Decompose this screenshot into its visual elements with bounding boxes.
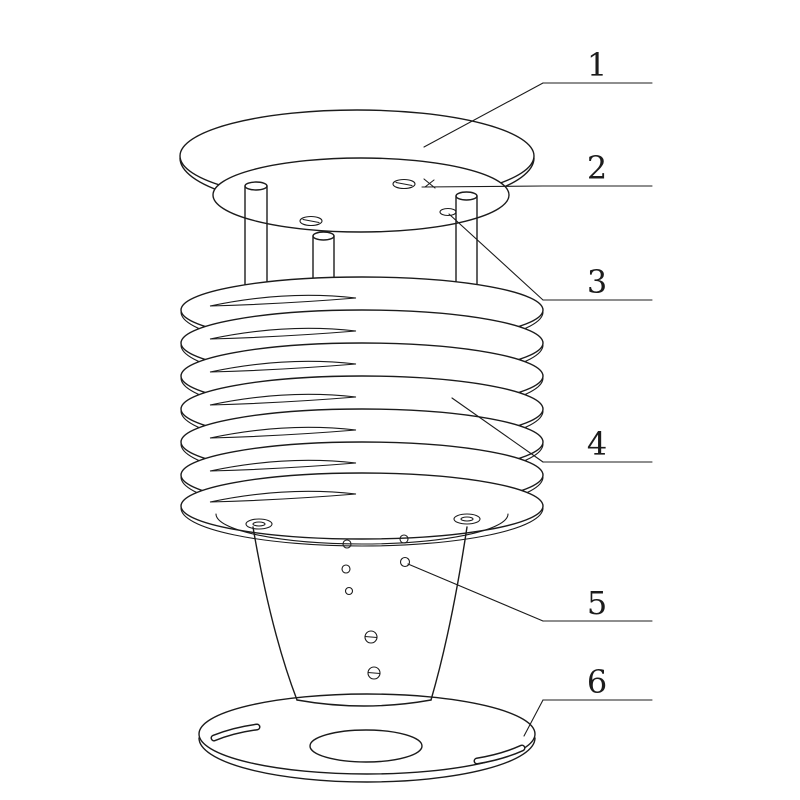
stack-flange (215, 513, 509, 545)
louver-opening (209, 490, 357, 503)
flange-slot-inner (460, 516, 474, 522)
callout-1: 1 (423, 46, 653, 148)
callout-1-leader (423, 82, 544, 148)
callout-4: 4 (451, 397, 653, 463)
top-cover (179, 109, 535, 233)
louver-rim (180, 507, 544, 547)
base-slot-inner (475, 746, 524, 763)
louver-opening (209, 393, 357, 406)
screw-slot (395, 181, 413, 187)
callout-5-label: 5 (587, 584, 607, 622)
callout-5: 5 (407, 563, 653, 622)
vent-hole (399, 534, 409, 544)
callout-4-leader (451, 397, 544, 463)
base-plate (198, 693, 536, 783)
base-slot-inner (212, 725, 259, 740)
base-disc (198, 693, 536, 775)
screw-slot (302, 218, 320, 224)
vent-hole (341, 564, 351, 574)
flange-slot (453, 513, 481, 525)
screw-icon (299, 215, 323, 227)
louver-opening (209, 327, 357, 340)
support-post-top (312, 231, 335, 241)
callout-2-leader (421, 185, 544, 188)
callout-6-leader (523, 699, 544, 737)
mounting-plate (212, 157, 510, 233)
cone-bottom-edge (296, 699, 432, 707)
support-post-top (455, 191, 478, 201)
cone-left-edge (252, 526, 298, 701)
louver-stack (180, 276, 544, 547)
callout-3-leader (448, 213, 544, 301)
base-center-hole (309, 729, 423, 763)
vent-hole (344, 586, 354, 596)
louver-opening (209, 459, 357, 472)
base-rim (198, 737, 536, 783)
screw-slot (367, 671, 381, 675)
callout-3-label: 3 (587, 263, 607, 301)
louver-opening (209, 294, 357, 307)
louver-opening (209, 360, 357, 373)
callout-5-leader (407, 563, 544, 622)
callouts: 1 2 3 4 5 6 (407, 46, 653, 737)
screw-icon (392, 178, 416, 190)
flange-slot (245, 518, 273, 530)
support-post-top (244, 181, 268, 191)
louver-opening (209, 426, 357, 439)
screw-slot (364, 635, 378, 639)
screw-mark (424, 179, 435, 188)
callout-3: 3 (448, 213, 653, 301)
callout-6-label: 6 (587, 663, 607, 701)
callout-2-label: 2 (587, 149, 607, 187)
callout-4-label: 4 (587, 425, 607, 463)
support-posts (244, 181, 478, 304)
callout-6: 6 (523, 663, 653, 737)
vent-hole (342, 539, 352, 549)
callout-2: 2 (421, 149, 653, 188)
flange-slot-inner (252, 521, 266, 527)
vent-hole (399, 556, 411, 568)
cone-right-edge (430, 526, 468, 701)
cone-body (252, 526, 468, 707)
callout-1-label: 1 (587, 46, 607, 84)
